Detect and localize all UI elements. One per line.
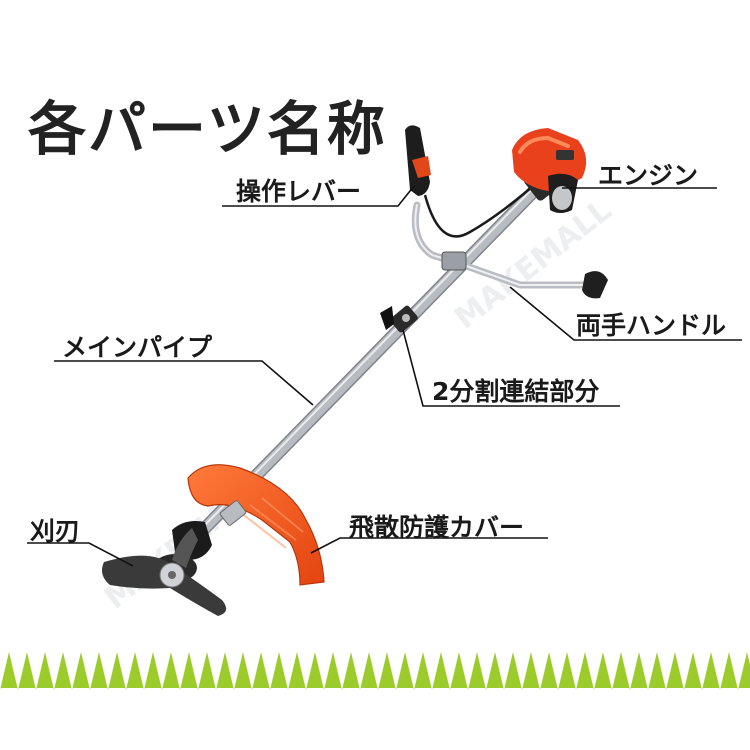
label-cover: 飛散防護カバー bbox=[349, 513, 525, 542]
label-handle: 両手ハンドル bbox=[576, 311, 727, 340]
right-grip bbox=[582, 271, 608, 299]
label-main-pipe: メインパイプ bbox=[62, 333, 213, 362]
grass-border bbox=[0, 652, 750, 750]
leader-line-handle bbox=[509, 286, 742, 341]
page-title: 各パーツ名称 bbox=[28, 95, 387, 163]
joint-clamp bbox=[380, 305, 418, 333]
cutting-blade bbox=[102, 528, 227, 616]
engine bbox=[512, 128, 587, 213]
leader-line-blade bbox=[27, 542, 134, 567]
leader-line-joint bbox=[402, 329, 620, 407]
leader-line-operation-lever bbox=[222, 185, 415, 207]
label-joint: 2分割連結部分 bbox=[432, 377, 600, 406]
label-engine: エンジン bbox=[598, 161, 699, 190]
leader-lines bbox=[27, 185, 742, 567]
handle-clamp bbox=[441, 251, 467, 271]
splash-guard bbox=[187, 464, 325, 586]
operation-lever-grip bbox=[405, 125, 431, 196]
handle-bar bbox=[411, 201, 608, 299]
leader-line-cover bbox=[310, 537, 548, 554]
label-operation-lever: 操作レバー bbox=[236, 177, 362, 206]
leader-line-main-pipe bbox=[54, 360, 314, 406]
throttle-cable bbox=[423, 179, 541, 238]
label-blade: 刈刃 bbox=[30, 517, 81, 546]
main-pipe bbox=[198, 178, 547, 535]
